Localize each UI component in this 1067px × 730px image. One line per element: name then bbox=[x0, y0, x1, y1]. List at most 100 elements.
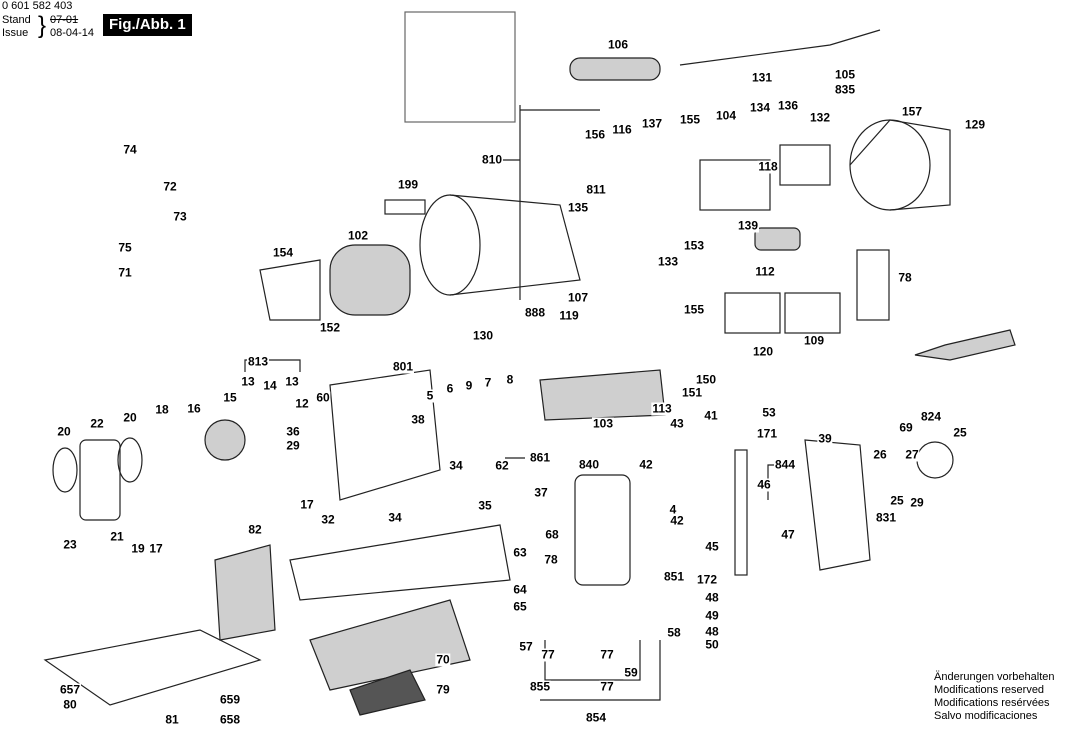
motor-housing-end bbox=[419, 194, 481, 296]
part-number-74: 74 bbox=[122, 142, 138, 157]
note-line: Salvo modificaciones bbox=[934, 710, 1038, 722]
part-number-13: 13 bbox=[284, 374, 300, 389]
cover-plate bbox=[79, 439, 121, 521]
part-number-9: 9 bbox=[464, 378, 474, 393]
part-number-157: 157 bbox=[900, 104, 924, 119]
part-number-5: 5 bbox=[425, 388, 435, 403]
part-number-134: 134 bbox=[748, 100, 772, 115]
part-number-21: 21 bbox=[109, 529, 125, 544]
part-number-137: 137 bbox=[640, 116, 664, 131]
part-number-172: 172 bbox=[695, 572, 719, 587]
part-number-29: 29 bbox=[909, 495, 925, 510]
part-number-151: 151 bbox=[680, 385, 704, 400]
capacitor bbox=[754, 227, 801, 251]
part-number-82: 82 bbox=[247, 522, 263, 537]
part-number-15: 15 bbox=[222, 390, 238, 405]
part-number-835: 835 bbox=[833, 82, 857, 97]
bracket-854 bbox=[540, 640, 661, 701]
part-number-64: 64 bbox=[512, 582, 528, 597]
part-number-4: 4 bbox=[668, 502, 678, 517]
part-number-29: 29 bbox=[285, 438, 301, 453]
modification-notes: Änderungen vorbehalten Modifications res… bbox=[934, 671, 1054, 723]
power-cord bbox=[679, 29, 881, 66]
part-number-68: 68 bbox=[544, 527, 560, 542]
part-number-659: 659 bbox=[218, 692, 242, 707]
part-number-72: 72 bbox=[162, 179, 178, 194]
part-number-171: 171 bbox=[755, 426, 779, 441]
part-number-855: 855 bbox=[528, 679, 552, 694]
part-number-59: 59 bbox=[623, 665, 639, 680]
part-number-112: 112 bbox=[754, 264, 776, 279]
part-number-153: 153 bbox=[682, 238, 706, 253]
part-number-37: 37 bbox=[533, 485, 549, 500]
label-strip bbox=[384, 199, 426, 215]
part-number-71: 71 bbox=[117, 265, 133, 280]
part-number-119: 119 bbox=[558, 308, 580, 323]
part-number-36: 36 bbox=[285, 424, 301, 439]
part-number-155: 155 bbox=[682, 302, 706, 317]
part-number-131: 131 bbox=[750, 70, 774, 85]
part-number-813: 813 bbox=[246, 354, 270, 369]
part-number-139: 139 bbox=[736, 218, 760, 233]
part-number-53: 53 bbox=[761, 405, 777, 420]
part-number-6: 6 bbox=[445, 381, 455, 396]
part-number-80: 80 bbox=[62, 697, 78, 712]
part-number-132: 132 bbox=[808, 110, 832, 125]
part-number-42: 42 bbox=[638, 457, 654, 472]
part-number-104: 104 bbox=[714, 108, 738, 123]
part-number-130: 130 bbox=[471, 328, 495, 343]
part-number-32: 32 bbox=[320, 512, 336, 527]
part-number-14: 14 bbox=[262, 378, 278, 393]
part-number-77: 77 bbox=[540, 647, 556, 662]
part-number-58: 58 bbox=[666, 625, 682, 640]
part-number-48: 48 bbox=[704, 624, 720, 639]
part-number-20: 20 bbox=[56, 424, 72, 439]
part-number-81: 81 bbox=[164, 712, 180, 727]
switch-block bbox=[214, 544, 276, 641]
part-number-34: 34 bbox=[448, 458, 464, 473]
part-number-26: 26 bbox=[872, 447, 888, 462]
part-number-150: 150 bbox=[694, 372, 718, 387]
gasket bbox=[804, 439, 871, 571]
part-number-136: 136 bbox=[776, 98, 800, 113]
part-number-17: 17 bbox=[148, 541, 164, 556]
switch bbox=[699, 159, 771, 211]
part-number-113: 113 bbox=[651, 401, 673, 416]
part-number-103: 103 bbox=[591, 416, 615, 431]
part-number-155: 155 bbox=[678, 112, 702, 127]
part-number-13: 13 bbox=[240, 374, 256, 389]
plunger-housing bbox=[574, 474, 631, 586]
figure-label: Fig./Abb. 1 bbox=[103, 14, 192, 36]
part-number-888: 888 bbox=[523, 305, 547, 320]
part-number-34: 34 bbox=[387, 510, 403, 525]
part-number-844: 844 bbox=[773, 457, 797, 472]
document-number: 0 601 582 403 bbox=[2, 0, 73, 12]
part-number-8: 8 bbox=[505, 372, 515, 387]
part-number-17: 17 bbox=[299, 497, 315, 512]
part-number-658: 658 bbox=[218, 712, 242, 727]
part-number-79: 79 bbox=[435, 682, 451, 697]
motor-housing bbox=[449, 194, 581, 296]
part-number-78: 78 bbox=[543, 552, 559, 567]
gear-housing bbox=[329, 369, 441, 501]
part-number-63: 63 bbox=[512, 545, 528, 560]
part-number-27: 27 bbox=[904, 447, 920, 462]
part-number-25: 25 bbox=[889, 493, 905, 508]
part-number-25: 25 bbox=[952, 425, 968, 440]
stand-old-date: 07-01 bbox=[50, 14, 79, 26]
issue-date: 08-04-14 bbox=[50, 27, 95, 39]
part-number-154: 154 bbox=[271, 245, 295, 260]
motor-cover bbox=[849, 119, 931, 211]
gear bbox=[204, 419, 246, 461]
part-number-77: 77 bbox=[599, 647, 615, 662]
switch-module bbox=[779, 144, 831, 186]
part-number-49: 49 bbox=[704, 608, 720, 623]
part-number-23: 23 bbox=[62, 537, 78, 552]
armature bbox=[539, 369, 666, 421]
part-number-45: 45 bbox=[704, 539, 720, 554]
stand-label: Stand bbox=[2, 14, 31, 26]
part-number-116: 116 bbox=[611, 122, 633, 137]
part-number-19: 19 bbox=[130, 541, 146, 556]
part-number-199: 199 bbox=[396, 177, 420, 192]
part-number-38: 38 bbox=[410, 412, 426, 427]
